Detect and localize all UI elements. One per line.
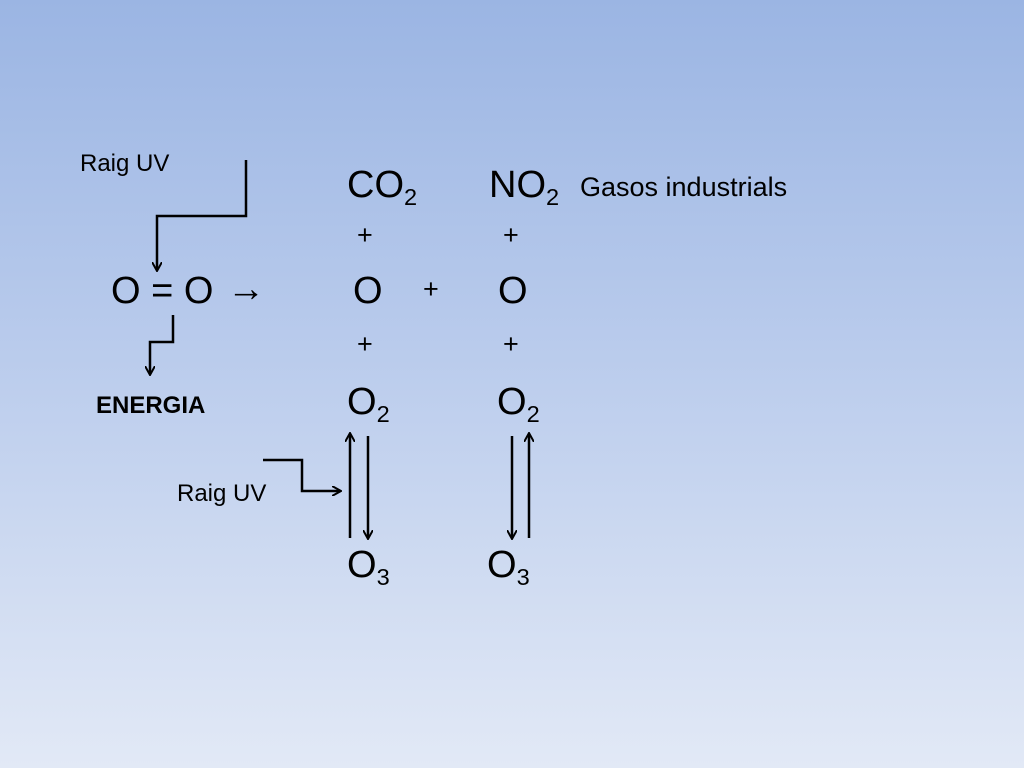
o3-right-subscript: 3 [516,564,530,591]
no2-formula: NO2 [489,164,559,209]
co2-subscript: 2 [404,184,418,211]
o3-formula-right: O3 [487,544,530,589]
oxygen-molecule-label: O = O [111,270,214,312]
energia-label: ENERGIA [96,392,206,419]
right-equilibrium-arrows [512,434,529,538]
gasos-industrials-label: Gasos industrials [580,172,788,202]
o2-left-subscript: 2 [376,401,390,428]
raig-uv-label-bottom: Raig UV [177,480,267,507]
uv-bottom-connector-arrow [263,458,340,491]
oxygen-atom-left: O [353,270,383,312]
oxygen-atom-right: O [498,270,528,312]
co2-base: CO [347,164,404,206]
o2-formula-right: O2 [497,381,540,426]
plus-sign-left-1: + [357,220,373,250]
o3-left-subscript: 3 [376,564,390,591]
plus-sign-left-2: + [357,329,373,359]
o3-right-base: O [487,544,517,586]
o2-formula-left: O2 [347,381,390,426]
energy-release-arrow [150,315,175,374]
raig-uv-label-top: Raig UV [80,150,170,177]
plus-sign-right-1: + [503,220,519,250]
o2-right-subscript: 2 [526,401,540,428]
o2-left-base: O [347,381,377,423]
plus-sign-center: + [423,274,439,304]
o3-formula-left: O3 [347,544,390,589]
co2-formula: CO2 [347,164,417,209]
o2-right-base: O [497,381,527,423]
no2-subscript: 2 [546,184,560,211]
o3-left-base: O [347,544,377,586]
no2-base: NO [489,164,546,206]
reaction-arrow-icon: → [227,268,265,310]
uv-top-connector-arrow [157,160,248,270]
left-equilibrium-arrows [350,434,368,538]
plus-sign-right-2: + [503,329,519,359]
